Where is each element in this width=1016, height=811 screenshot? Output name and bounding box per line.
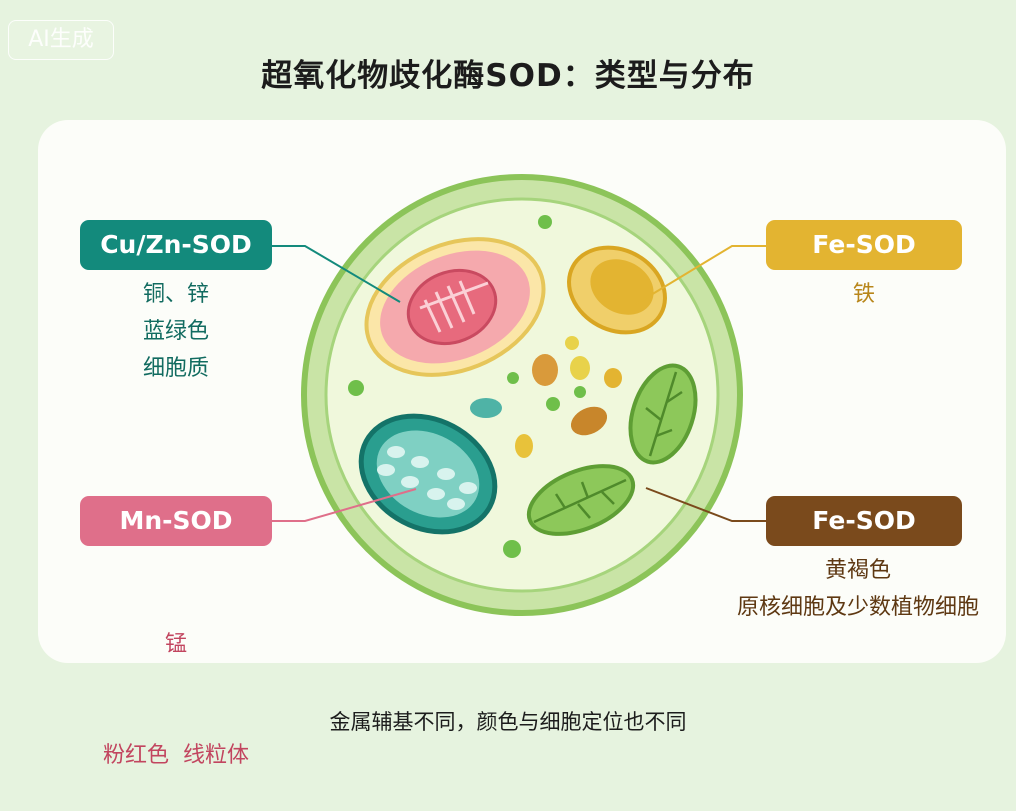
fe-bottom-color: 黄褐色	[824, 558, 891, 583]
mn-sod-description: 锰 粉红色 线粒体	[60, 552, 292, 811]
ai-generated-watermark: AI生成	[8, 20, 114, 60]
teal-mitochondrion	[358, 413, 498, 535]
page-title: 超氧化物歧化酶SOD：类型与分布	[261, 58, 755, 94]
fe-top-metal: 铁	[852, 282, 875, 307]
mn-color-location: 粉红色 线粒体	[103, 743, 249, 768]
leader-lines	[272, 245, 766, 522]
mn-sod-label: Mn-SOD	[80, 496, 272, 546]
leaf-organelle-right	[628, 363, 698, 465]
fe-sod-bottom-label: Fe-SOD	[766, 496, 962, 546]
leaf-organelle-bottom	[526, 464, 636, 536]
cell-diagram	[272, 174, 766, 616]
mn-metal: 锰	[164, 632, 187, 657]
granules	[348, 215, 622, 558]
cu-zn-sod-description: 铜、锌 蓝绿色 细胞质	[80, 276, 272, 387]
fe-sod-top-label: Fe-SOD	[766, 220, 962, 270]
cu-zn-color: 蓝绿色	[142, 319, 209, 344]
cu-zn-metal: 铜、锌	[142, 282, 209, 307]
yellow-organelle	[567, 245, 667, 335]
cu-zn-location: 细胞质	[142, 356, 209, 381]
fe-sod-top-description: 铁	[766, 276, 962, 313]
fe-sod-bottom-description: 黄褐色 原核细胞及少数植物细胞	[700, 552, 1016, 626]
footer-caption: 金属辅基不同，颜色与细胞定位也不同	[329, 710, 687, 734]
cu-zn-sod-label: Cu/Zn-SOD	[80, 220, 272, 270]
fe-bottom-location: 原核细胞及少数植物细胞	[736, 595, 979, 620]
pink-organelle	[364, 237, 546, 377]
